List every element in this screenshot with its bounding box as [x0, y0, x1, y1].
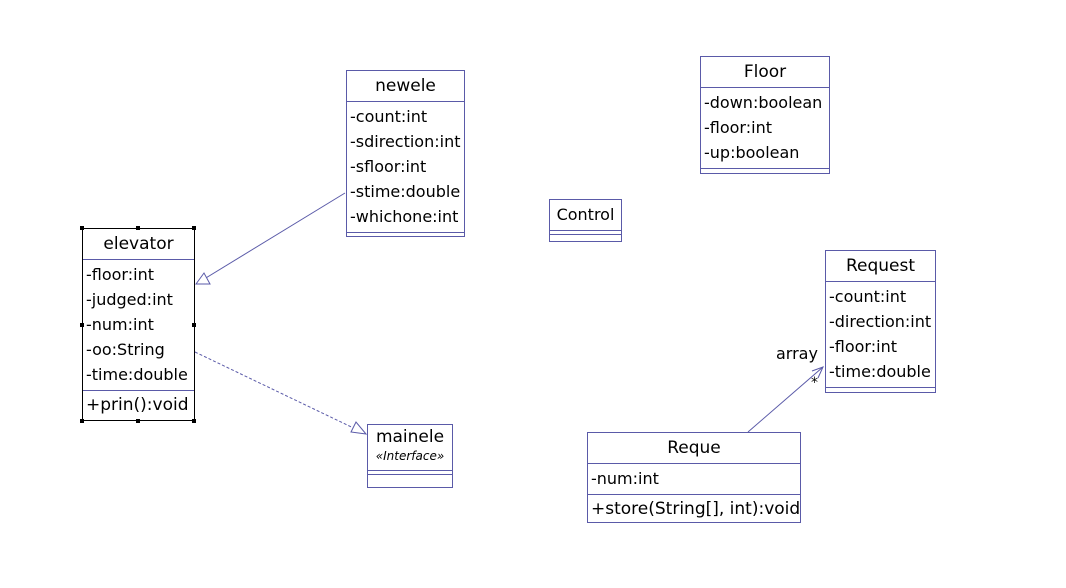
attribute: -num:int: [591, 469, 659, 488]
class-name: newele: [347, 71, 464, 102]
empty-attribute-compartment: [368, 471, 452, 475]
class-floor[interactable]: Floor -down:boolean -floor:int -up:boole…: [700, 56, 830, 174]
class-name: Control: [550, 200, 621, 231]
attribute-list: -num:int: [588, 464, 800, 495]
interface-stereotype: «Interface»: [375, 449, 445, 463]
empty-operation-compartment: [368, 475, 452, 478]
interface-title: mainele: [375, 427, 445, 447]
association-role-label: array: [776, 344, 818, 363]
interface-name: mainele «Interface»: [368, 425, 452, 471]
resize-handle[interactable]: [80, 226, 84, 230]
class-name: Reque: [588, 433, 800, 464]
attribute: -oo:String: [86, 340, 165, 359]
attribute-list: -down:boolean -floor:int -up:boolean: [701, 88, 829, 169]
class-request[interactable]: Request -count:int -direction:int -floor…: [825, 250, 936, 393]
class-newele[interactable]: newele -count:int -sdirection:int -sfloo…: [346, 70, 465, 237]
attribute-list: -floor:int -judged:int -num:int -oo:Stri…: [83, 260, 194, 391]
attribute: -count:int: [350, 107, 428, 126]
attribute: -direction:int: [829, 312, 932, 331]
attribute: -sfloor:int: [350, 157, 427, 176]
attribute: -floor:int: [829, 337, 897, 356]
attribute: -sdirection:int: [350, 132, 461, 151]
resize-handle[interactable]: [136, 419, 140, 423]
class-name: Request: [826, 251, 935, 282]
association-multiplicity-label: *: [811, 375, 818, 391]
resize-handle[interactable]: [192, 419, 196, 423]
class-elevator[interactable]: elevator -floor:int -judged:int -num:int…: [82, 228, 195, 421]
generalization-arrowhead: [195, 272, 211, 285]
association-line-reque-request[interactable]: [747, 366, 824, 433]
generalization-line-newele-elevator[interactable]: [195, 192, 346, 285]
realization-line-elevator-mainele[interactable]: [194, 351, 367, 435]
attribute: -num:int: [86, 315, 154, 334]
attribute: -time:double: [86, 365, 188, 384]
attribute: -stime:double: [350, 182, 461, 201]
class-name: Floor: [701, 57, 829, 88]
operation-list: +prin():void: [83, 391, 194, 421]
operation: +prin():void: [86, 395, 189, 415]
attribute: -floor:int: [86, 265, 154, 284]
resize-handle[interactable]: [80, 323, 84, 327]
class-name: elevator: [83, 229, 194, 260]
attribute: -down:boolean: [704, 93, 823, 112]
resize-handle[interactable]: [192, 226, 196, 230]
attribute: -count:int: [829, 287, 907, 306]
resize-handle[interactable]: [136, 226, 140, 230]
attribute: -time:double: [829, 362, 931, 381]
interface-mainele[interactable]: mainele «Interface»: [367, 424, 453, 488]
operation: +store(String[], int):void: [591, 499, 801, 519]
resize-handle[interactable]: [80, 419, 84, 423]
attribute: -up:boolean: [704, 143, 800, 162]
attribute: -floor:int: [704, 118, 772, 137]
attribute: -whichone:int: [350, 207, 459, 226]
attribute-list: -count:int -direction:int -floor:int -ti…: [826, 282, 935, 388]
operation-list: +store(String[], int):void: [588, 495, 800, 525]
attribute-list: -count:int -sdirection:int -sfloor:int -…: [347, 102, 464, 233]
empty-attribute-compartment: [550, 231, 621, 235]
class-control[interactable]: Control: [549, 199, 622, 242]
resize-handle[interactable]: [192, 323, 196, 327]
association-arrowhead: [811, 366, 824, 379]
class-reque[interactable]: Reque -num:int +store(String[], int):voi…: [587, 432, 801, 523]
realization-arrowhead: [350, 421, 368, 435]
attribute: -judged:int: [86, 290, 173, 309]
empty-operation-compartment: [550, 235, 621, 238]
